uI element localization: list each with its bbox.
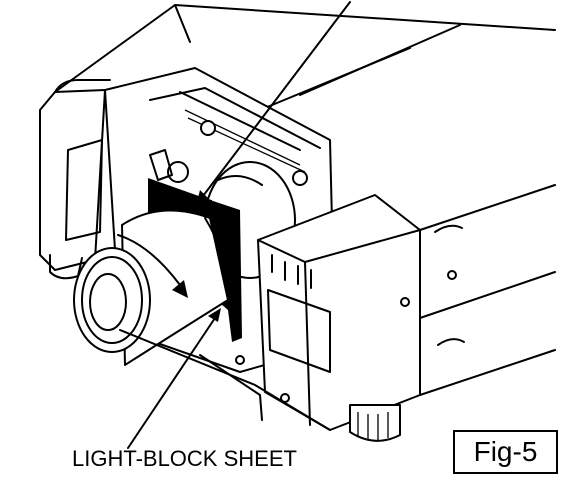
top-leader-line	[202, 1, 351, 197]
leader-lines	[127, 1, 351, 449]
lamp-cover	[257, 194, 421, 431]
lens-barrel	[73, 209, 229, 366]
rotation-arrow-head	[172, 280, 188, 298]
figure-number-box: Fig-5	[453, 430, 558, 474]
bottom-leader-arrowhead	[208, 308, 221, 322]
projector-left-housing	[39, 89, 106, 280]
projector-base	[119, 329, 401, 442]
top-leader-arrowhead	[196, 190, 210, 206]
projector-right-body	[419, 184, 556, 396]
rotation-arrow	[117, 234, 181, 286]
bottom-leader-line	[127, 317, 216, 449]
projector-top-surface	[54, 4, 556, 111]
figure-number: Fig-5	[473, 436, 538, 467]
light-block-sheet-label: LIGHT-BLOCK SHEET	[72, 446, 297, 471]
